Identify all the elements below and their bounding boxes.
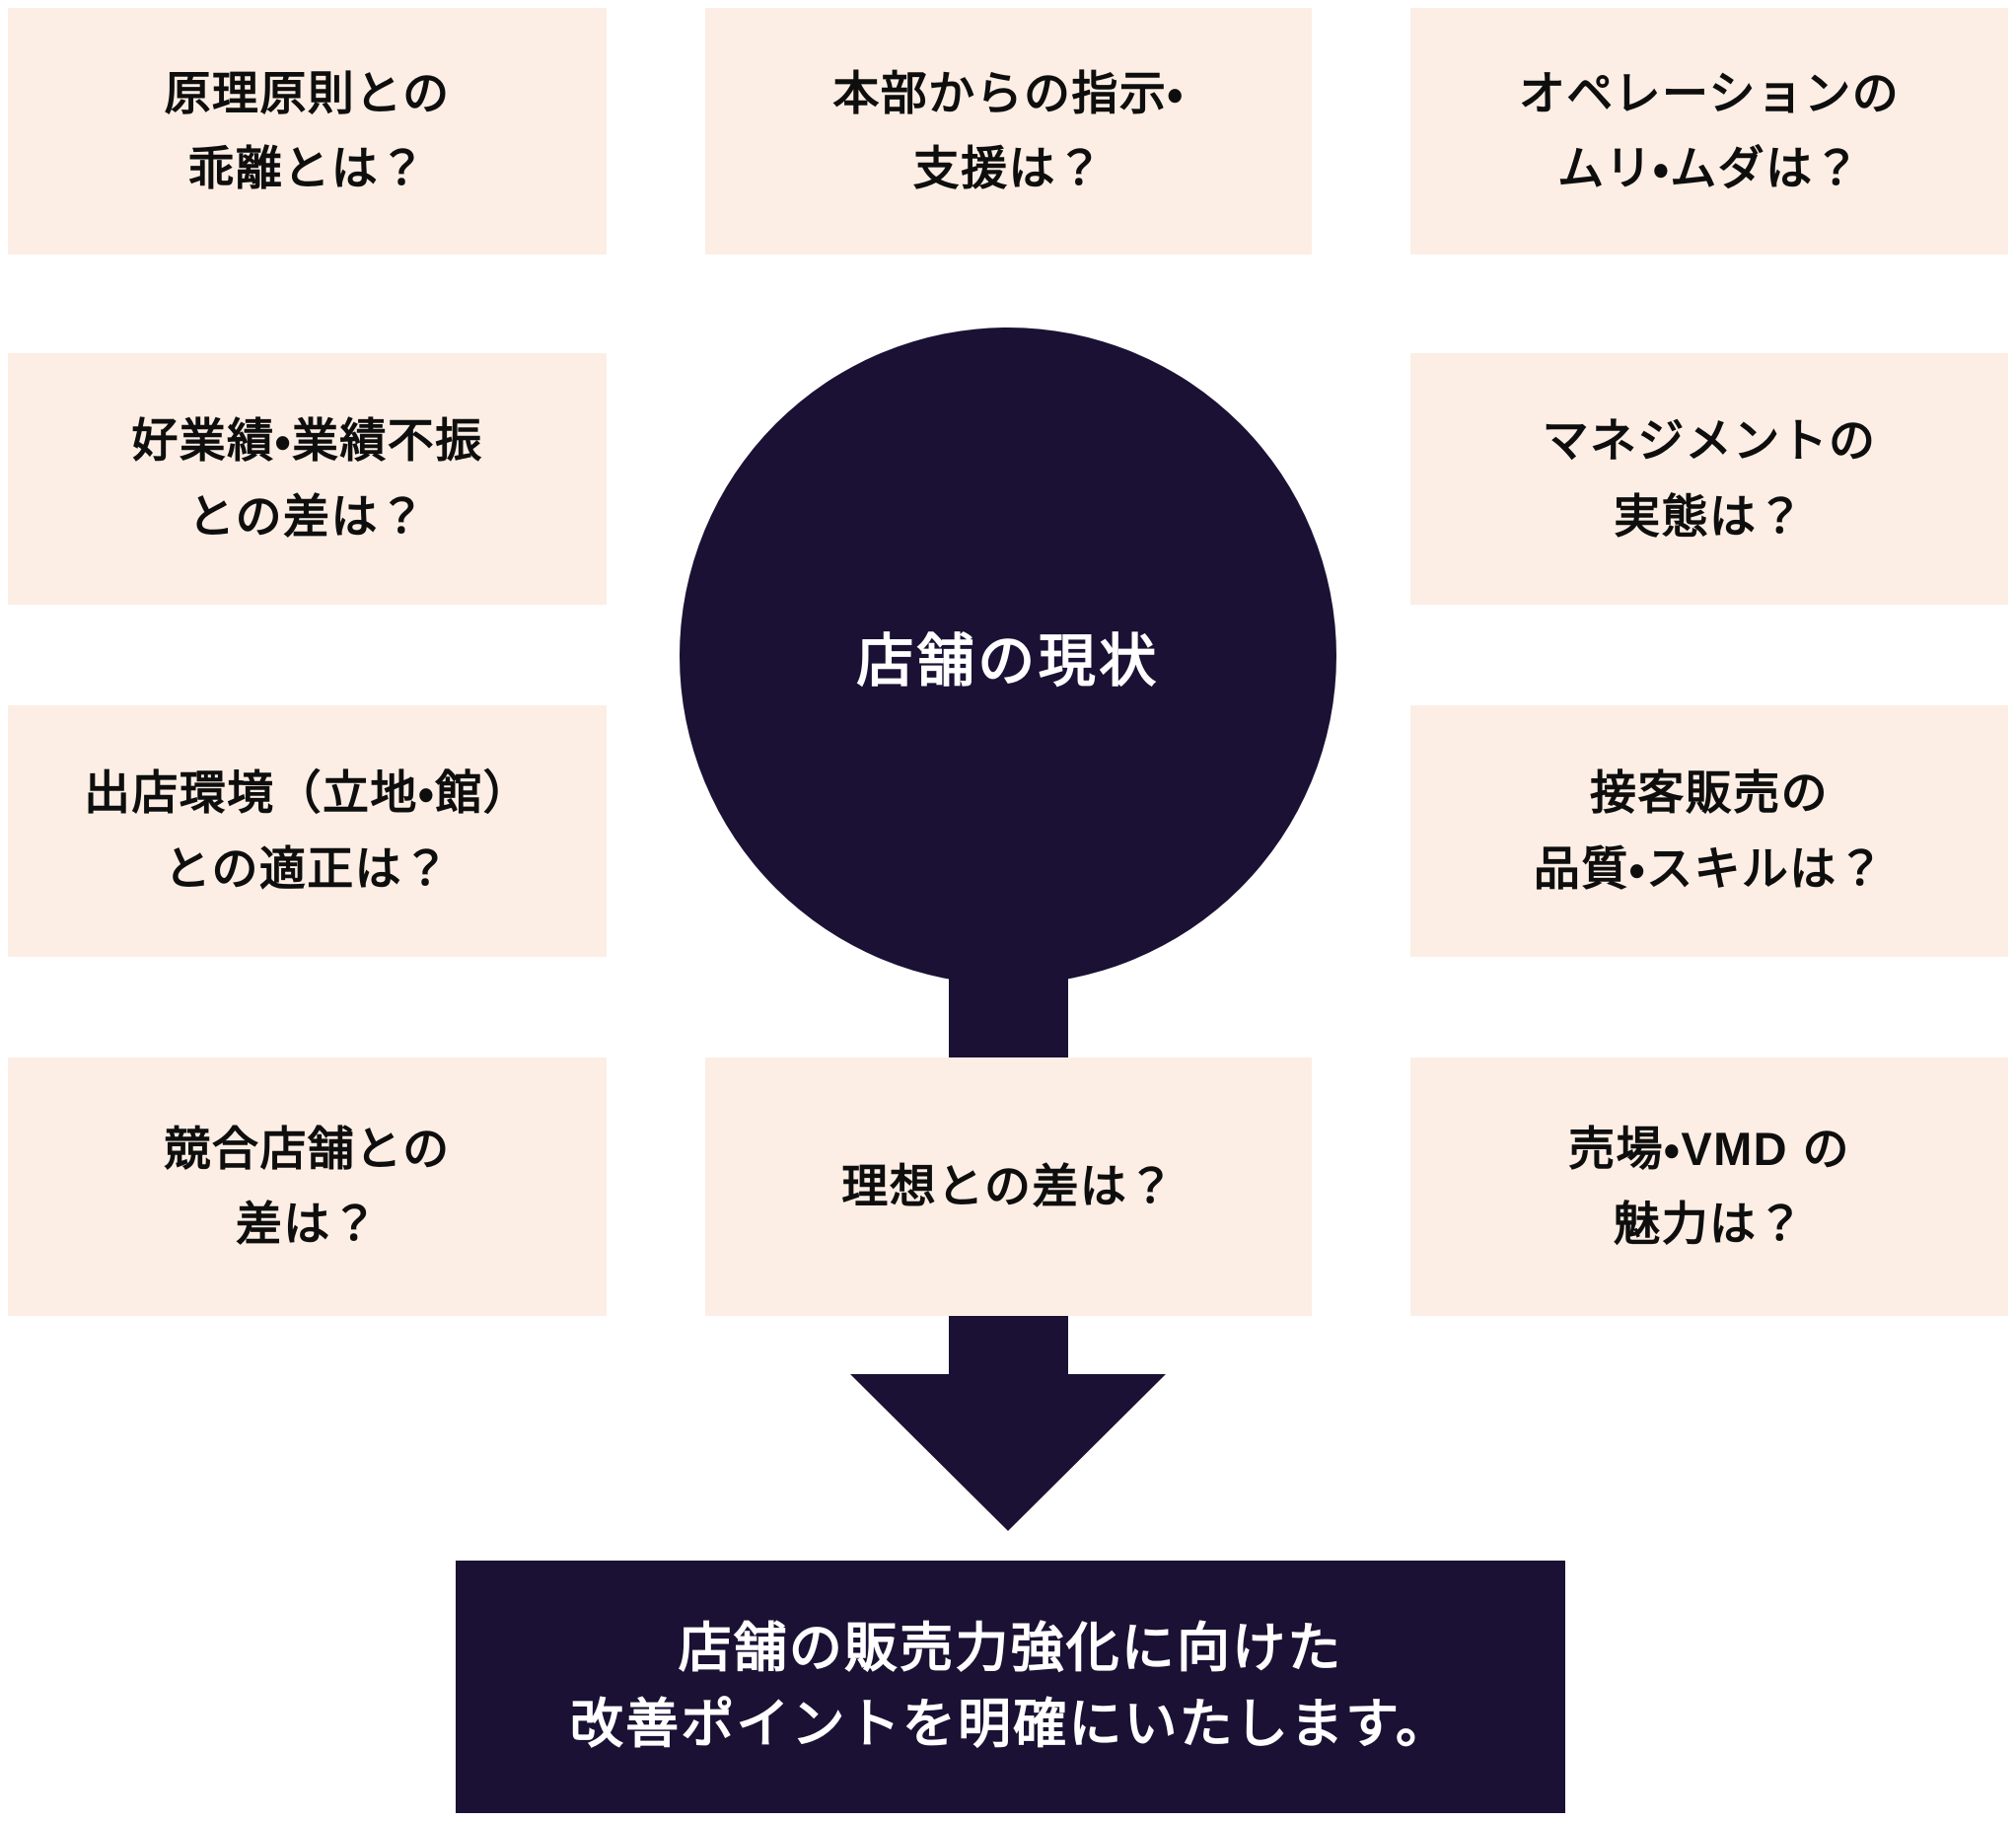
question-line: 競合店舗との: [164, 1122, 451, 1175]
question-box-vmd-appeal: 売場・VMD の 魅力は？: [1410, 1057, 2008, 1316]
question-box-principles: 原理原則との 乖離とは？: [8, 8, 607, 255]
question-box-performance-gap: 好業績・業績不振 との差は？: [8, 353, 607, 605]
question-line: ムリ・ムダは？: [1557, 142, 1861, 194]
hub-circle: 店舗の現状: [680, 328, 1336, 984]
question-line: 売場・VMD の: [1568, 1122, 1850, 1175]
question-box-ideal-gap: 理想との差は？: [705, 1057, 1312, 1316]
down-arrow-stem-lower: [949, 1316, 1068, 1375]
question-line: 理想との差は？: [841, 1159, 1176, 1212]
question-line: 品質・スキルは？: [1533, 841, 1886, 895]
question-line: との適正は？: [164, 841, 451, 895]
question-line: 本部からの指示・: [832, 66, 1185, 119]
hub-label: 店舗の現状: [856, 629, 1160, 693]
question-line: 支援は？: [912, 142, 1105, 194]
question-line: 魅力は？: [1614, 1198, 1805, 1250]
question-line: オペレーションの: [1518, 66, 1901, 119]
question-line: マネジメントの: [1542, 414, 1877, 468]
question-line: 差は？: [235, 1198, 380, 1250]
question-box-location-fit: 出店環境（立地・館） との適正は？: [8, 705, 607, 957]
question-line: 接客販売の: [1589, 766, 1830, 820]
question-line: 実態は？: [1614, 489, 1805, 543]
question-box-operation: オペレーションの ムリ・ムダは？: [1410, 8, 2008, 255]
down-arrow-head-icon: [850, 1374, 1166, 1531]
question-line: 出店環境（立地・館）: [83, 766, 532, 820]
conclusion-box: 店舗の販売力強化に向けた 改善ポイントを明確にいたします。: [456, 1561, 1565, 1813]
question-box-hq-support: 本部からの指示・ 支援は？: [705, 8, 1312, 255]
conclusion-line: 店舗の販売力強化に向けた: [678, 1619, 1343, 1679]
question-line: 乖離とは？: [187, 142, 427, 194]
question-box-service-skill: 接客販売の 品質・スキルは？: [1410, 705, 2008, 957]
question-line: 好業績・業績不振: [131, 414, 483, 468]
conclusion-line: 改善ポイントを明確にいたします。: [569, 1695, 1452, 1754]
question-line: 原理原則との: [164, 66, 451, 119]
question-box-management: マネジメントの 実態は？: [1410, 353, 2008, 605]
question-line: との差は？: [187, 489, 427, 543]
question-box-competitors: 競合店舗との 差は？: [8, 1057, 607, 1316]
